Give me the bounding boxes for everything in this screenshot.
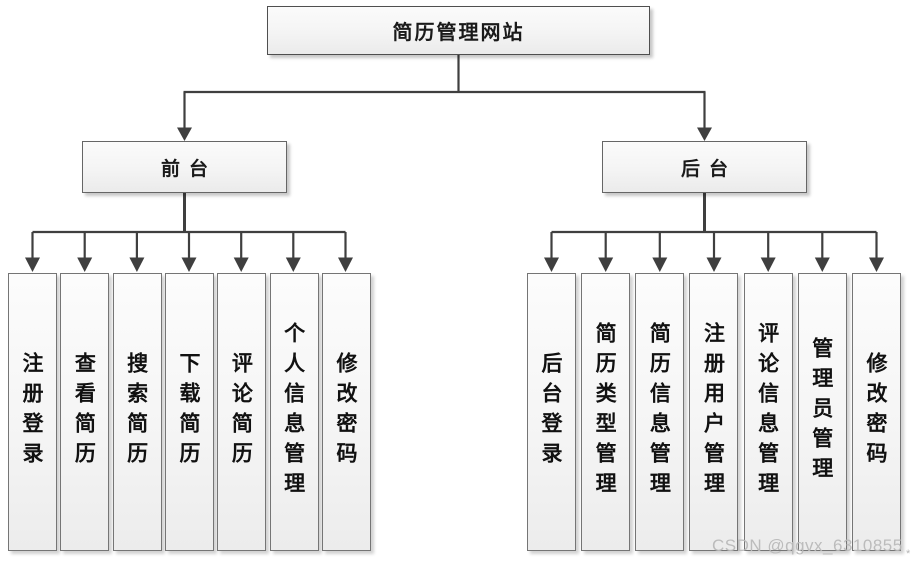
backend-leaf-5-label: 管理员管理 bbox=[809, 337, 835, 487]
frontend-leaf-5-label: 个人信息管理 bbox=[281, 322, 307, 502]
backend-leaf-3: 注册用户管理 bbox=[689, 273, 739, 551]
backend-leaf-row: 后台登录 简历类型管理 简历信息管理 注册用户管理 评论信息管理 管理员管理 修… bbox=[527, 273, 901, 551]
arrowhead-backend bbox=[697, 127, 712, 141]
backend-leaf-1-label: 简历类型管理 bbox=[593, 322, 619, 502]
frontend-leaf-0: 注册登录 bbox=[8, 273, 57, 551]
frontend-leaf-4-label: 评论简历 bbox=[229, 352, 255, 472]
frontend-leaf-3-label: 下载简历 bbox=[176, 352, 202, 472]
backend-leaf-5: 管理员管理 bbox=[797, 273, 847, 551]
node-root: 简历管理网站 bbox=[267, 6, 650, 55]
node-backend-label: 后台 bbox=[680, 157, 737, 180]
node-root-label: 简历管理网站 bbox=[392, 20, 525, 44]
frontend-leaf-4: 评论简历 bbox=[217, 273, 267, 551]
corner-mark: * bbox=[906, 548, 911, 560]
backend-leaf-6: 修改密码 bbox=[851, 273, 901, 551]
frontend-leaf-5: 个人信息管理 bbox=[269, 273, 319, 551]
backend-leaf-0-label: 后台登录 bbox=[539, 352, 564, 472]
backend-leaf-3-label: 注册用户管理 bbox=[701, 322, 727, 502]
backend-leaf-4-label: 评论信息管理 bbox=[755, 322, 781, 502]
frontend-leaf-2: 搜索简历 bbox=[112, 273, 162, 551]
arrowheads-backend-leaves bbox=[544, 257, 884, 272]
frontend-leaf-2-label: 搜索简历 bbox=[124, 352, 150, 472]
frontend-leaf-0-label: 注册登录 bbox=[20, 352, 45, 472]
connector-frontend-leaf-drops bbox=[31, 232, 347, 259]
frontend-leaf-1: 查看简历 bbox=[60, 273, 110, 551]
frontend-leaf-1-label: 查看简历 bbox=[72, 352, 98, 472]
node-frontend: 前台 bbox=[82, 141, 287, 193]
node-frontend-label: 前台 bbox=[160, 157, 217, 180]
frontend-leaf-6-label: 修改密码 bbox=[333, 352, 359, 472]
csdn-watermark: CSDN @qgvx_6310855 bbox=[712, 536, 903, 555]
backend-leaf-1: 简历类型管理 bbox=[581, 273, 631, 551]
connector-backend-leaf-drops bbox=[550, 232, 878, 259]
frontend-leaf-row: 注册登录 查看简历 搜索简历 下载简历 评论简历 个人信息管理 修改密码 bbox=[8, 273, 371, 551]
backend-leaf-2: 简历信息管理 bbox=[635, 273, 685, 551]
backend-leaf-4: 评论信息管理 bbox=[743, 273, 793, 551]
backend-leaf-2-label: 简历信息管理 bbox=[647, 322, 673, 502]
arrowheads-frontend-leaves bbox=[25, 257, 353, 272]
frontend-leaf-3: 下载简历 bbox=[164, 273, 214, 551]
backend-leaf-6-label: 修改密码 bbox=[863, 352, 889, 472]
node-backend: 后台 bbox=[602, 141, 807, 193]
backend-leaf-0: 后台登录 bbox=[527, 273, 576, 551]
frontend-leaf-6: 修改密码 bbox=[321, 273, 371, 551]
arrowhead-frontend bbox=[177, 127, 192, 141]
